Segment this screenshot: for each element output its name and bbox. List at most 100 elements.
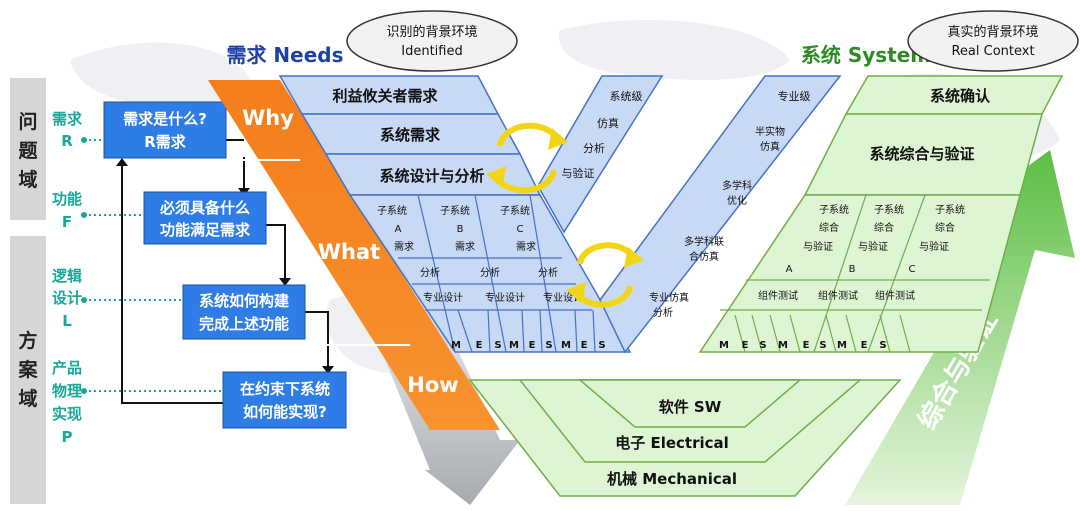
pro-l6: 多学科联 [684, 235, 724, 248]
question-r-line1: 需求是什么? [123, 110, 207, 128]
subint-c-l4: C [909, 264, 916, 275]
analysis-b: 分析 [480, 266, 500, 279]
subsystem-integration: 子系统 综合 与验证 A 子系统 综合 与验证 B 子系统 综合 与验证 C 组… [758, 203, 965, 302]
subsys-b-l1: 子系统 [440, 204, 470, 217]
system-confirmation: 系统确认 [930, 87, 991, 105]
subint-a-l1: 子系统 [819, 203, 849, 216]
iteration-cycle-heads [486, 128, 568, 188]
software-layer: 软件 SW [659, 398, 722, 416]
why-what-how-band: Why What How [208, 80, 500, 430]
subsys-a-l2: A [395, 224, 402, 235]
question-box-l: 系统如何构建 完成上述功能 [182, 284, 306, 340]
subint-b-l4: B [849, 264, 856, 275]
subint-c-l3: 与验证 [919, 240, 949, 253]
electrical-layer: 电子 Electrical [615, 434, 729, 452]
sys-sim-l3: 分析 [583, 141, 605, 155]
component-test-b: 组件测试 [818, 289, 858, 302]
right-v-arm [698, 75, 1064, 353]
spec-design-b: 专业设计 [485, 291, 525, 304]
subsys-a-l1: 子系统 [377, 204, 407, 217]
subsys-c-l1: 子系统 [500, 204, 530, 217]
pro-l8: 专业仿真 [649, 291, 689, 304]
problem-domain-char-3: 域 [18, 168, 37, 191]
spec-design-a: 专业设计 [423, 291, 463, 304]
solution-domain-char-1: 方 [18, 329, 37, 352]
solution-domain: 方 案 域 [10, 236, 46, 504]
rflp-labels: 需求 R 功能 F 逻辑 设计 L 产品 物理 实现 P [52, 110, 83, 446]
subsys-b-l2: B [457, 224, 464, 235]
pro-l7: 合仿真 [689, 250, 719, 263]
rflp-p-line1: 产品 [52, 359, 82, 377]
subint-a-l3: 与验证 [803, 240, 833, 253]
problem-domain-char-1: 问 [18, 111, 37, 133]
rmes-c-m: M [837, 340, 847, 351]
problem-domain: 问 题 域 [10, 78, 46, 220]
identified-context-bubble: 识别的背景环境 Identified [346, 10, 518, 72]
stakeholder-needs: 利益攸关者需求 [332, 87, 438, 105]
right-v-grid [720, 194, 990, 353]
pro-l1: 专业级 [778, 89, 811, 103]
rmes-b-m: M [778, 340, 788, 351]
connector-dots [81, 137, 87, 394]
rflp-p-line4: P [62, 428, 73, 446]
rflp-l-line3: L [62, 312, 72, 330]
component-test-a: 组件测试 [758, 289, 798, 302]
question-l-line1: 系统如何构建 [199, 292, 290, 310]
mes-a-e: E [476, 340, 483, 351]
rmes-a-s: S [759, 340, 766, 351]
subint-b-l3: 与验证 [858, 240, 888, 253]
real-line2: Real Context [951, 44, 1034, 59]
problem-domain-char-2: 题 [18, 140, 37, 162]
system-level-sim-arm: 系统级 仿真 分析 与验证 [537, 75, 664, 234]
question-box-r: 需求是什么? R需求 [103, 101, 227, 159]
rflp-r-line2: R [61, 132, 73, 150]
real-line1: 真实的背景环境 [947, 24, 1038, 40]
stage-what: What [318, 240, 380, 264]
system-design-analysis: 系统设计与分析 [379, 167, 484, 185]
subint-c-l1: 子系统 [935, 203, 965, 216]
identified-line2: Identified [401, 44, 462, 59]
system-requirements: 系统需求 [380, 126, 441, 144]
solution-domain-char-2: 案 [17, 358, 38, 381]
subsys-c-l3: 需求 [516, 241, 536, 253]
analysis-c: 分析 [538, 266, 558, 279]
rflp-connectors [84, 139, 223, 392]
question-box-p: 在约束下系统 如何能实现? [222, 371, 347, 429]
subint-b-l1: 子系统 [874, 203, 904, 216]
question-f-line2: 功能满足需求 [160, 221, 251, 239]
question-box-f: 必须具备什么 功能满足需求 [143, 191, 267, 245]
stage-why: Why [242, 106, 294, 130]
rmes-c-s: S [879, 340, 886, 351]
rflp-l-line1: 逻辑 [52, 267, 82, 285]
stage-how: How [407, 373, 458, 397]
question-l-line2: 完成上述功能 [199, 315, 289, 333]
pro-l9: 分析 [653, 306, 673, 319]
sys-sim-l2: 仿真 [597, 116, 619, 130]
component-test-c: 组件测试 [875, 289, 915, 302]
mes-b-s: S [545, 340, 552, 351]
rmes-b-e: E [803, 340, 810, 351]
mes-a-m: M [451, 340, 461, 351]
rflp-p-line2: 物理 [52, 382, 82, 400]
subint-a-l2: 综合 [819, 221, 839, 234]
question-p-line2: 如何能实现? [243, 403, 327, 421]
subint-a-l4: A [786, 264, 793, 275]
pro-l5: 优化 [727, 194, 747, 207]
left-mes-row: M E S M E S M E S [451, 340, 606, 351]
pro-l2: 半实物 [755, 125, 785, 138]
question-p-line1: 在约束下系统 [240, 380, 330, 398]
mes-a-s: S [494, 340, 501, 351]
rflp-l-line2: 设计 [52, 289, 82, 307]
rflp-f-line2: F [62, 213, 72, 231]
rflp-f-line1: 功能 [52, 190, 82, 208]
pro-l3: 仿真 [760, 140, 780, 153]
mechanical-layer: 机械 Mechanical [607, 470, 737, 488]
subsys-c-l2: C [517, 224, 524, 235]
question-flow-lines [121, 139, 329, 404]
rflp-r-line1: 需求 [52, 110, 83, 128]
needs-title: 需求 Needs [226, 43, 343, 67]
rmes-a-m: M [719, 340, 729, 351]
right-mes-row: M E S M E S M E S [719, 340, 887, 351]
iteration-cycle-heads-2 [566, 247, 644, 304]
mes-b-e: E [529, 340, 536, 351]
